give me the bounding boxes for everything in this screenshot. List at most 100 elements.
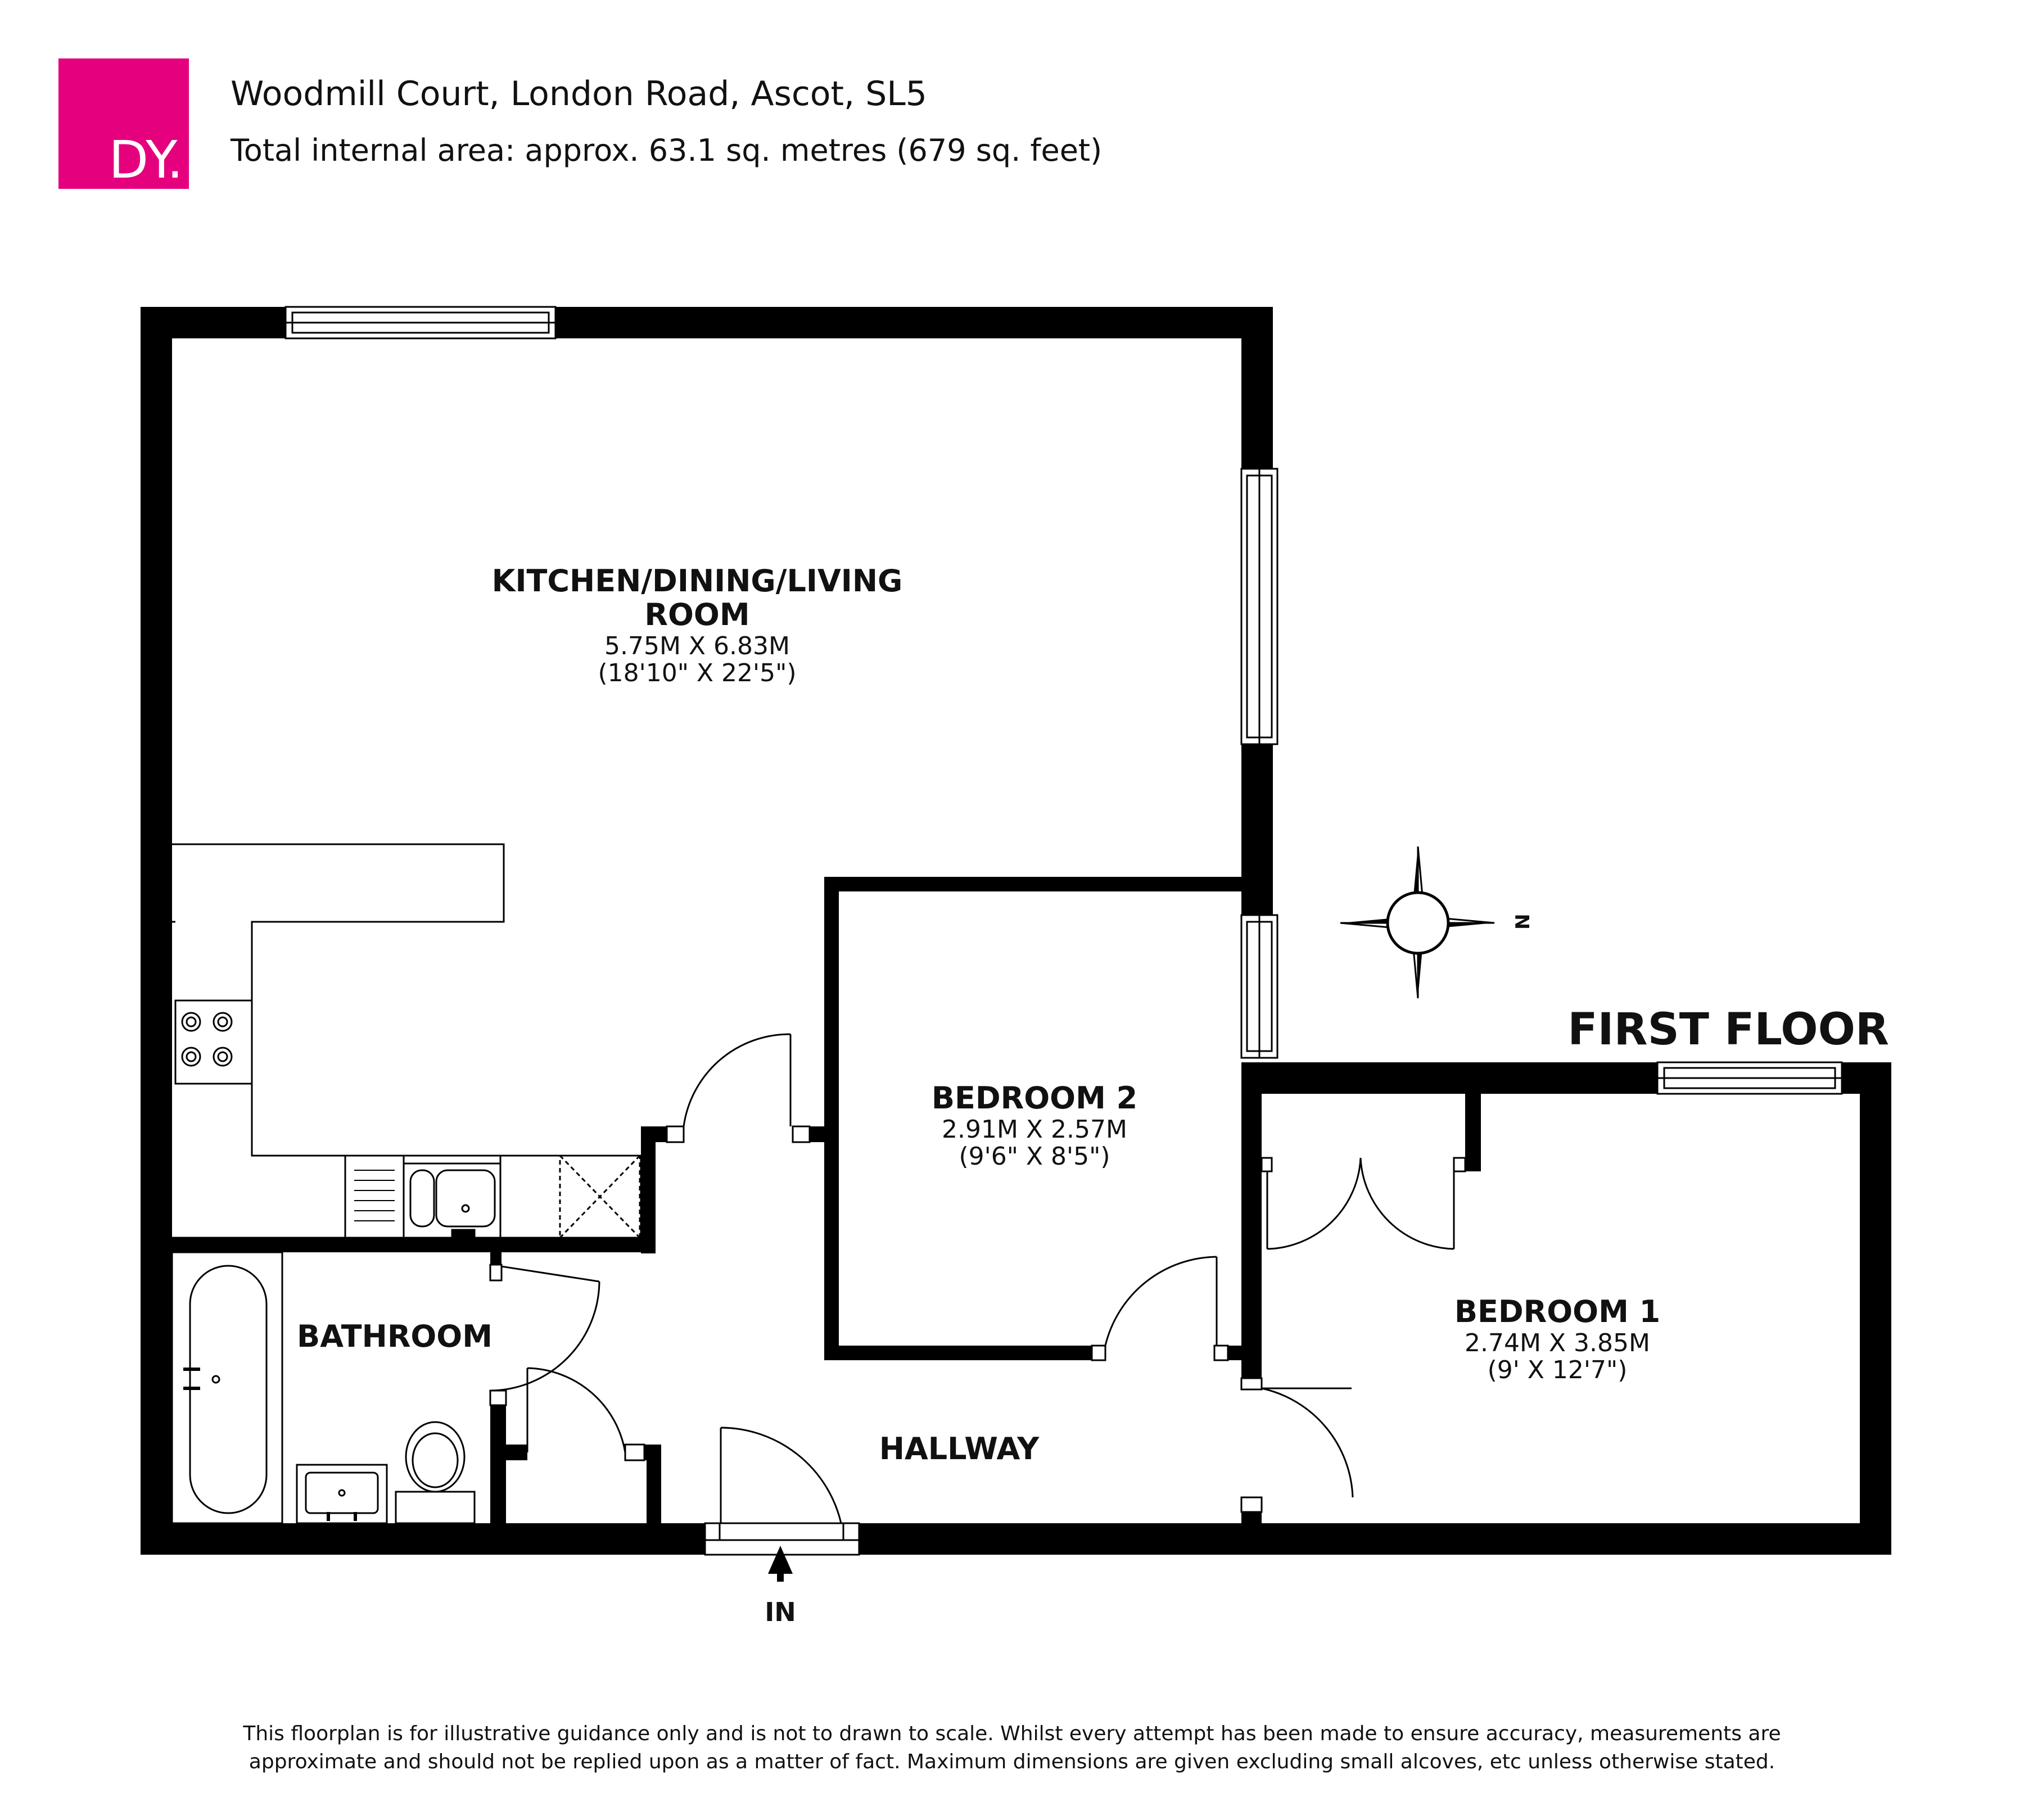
- wall: [859, 1523, 1891, 1555]
- hob-burner: [213, 1012, 233, 1032]
- kitchen-name-line1: KITCHEN/DINING/LIVING: [492, 563, 903, 599]
- door-jamb: [489, 1264, 503, 1282]
- washbasin: [305, 1472, 379, 1514]
- wardrobe-swing: [1359, 1157, 1454, 1250]
- wall: [172, 1238, 656, 1252]
- hob-burner: [181, 1047, 201, 1067]
- door-jamb: [1453, 1157, 1466, 1172]
- kitchen-dimensions-imperial: (18'10" X 22'5"): [598, 659, 796, 687]
- entrance-arrow-icon: [768, 1546, 793, 1574]
- kitchen-sink-small-bowl: [409, 1169, 435, 1228]
- drainer: [344, 1155, 405, 1239]
- wall: [490, 1405, 506, 1555]
- logo-background: DY.: [58, 58, 189, 190]
- toilet-seat: [412, 1432, 459, 1488]
- door-jamb: [624, 1443, 645, 1461]
- entrance-threshold: [704, 1522, 860, 1556]
- sink-tap: [451, 1229, 476, 1240]
- hob-burner-inner: [217, 1051, 228, 1062]
- door-jamb: [666, 1125, 685, 1143]
- bathroom-fixtures: [171, 1251, 476, 1524]
- bedroom1-name: BEDROOM 1: [1454, 1294, 1660, 1329]
- washbasin-unit: [296, 1464, 388, 1524]
- door-leaf: [490, 1264, 600, 1283]
- wall: [824, 877, 1241, 891]
- brand-logo: DY.: [58, 58, 189, 190]
- door-jamb: [489, 1389, 507, 1406]
- toilet-bowl: [405, 1421, 466, 1493]
- wall: [647, 1445, 661, 1555]
- compass-icon: [1340, 846, 1495, 999]
- compass-north-label: N: [1512, 914, 1534, 930]
- kitchen-fixtures: [172, 843, 642, 1240]
- appliance-space: [559, 1155, 641, 1239]
- wall: [1860, 1062, 1891, 1555]
- window-frame: [1246, 921, 1273, 1052]
- bathroom-name: BATHROOM: [297, 1319, 493, 1354]
- hallway-name: HALLWAY: [879, 1431, 1040, 1466]
- door-jamb: [1261, 1157, 1273, 1172]
- disclaimer: This floorplan is for illustrative guida…: [0, 1720, 2024, 1776]
- door-swing: [683, 1033, 791, 1127]
- hob-burner-inner: [186, 1051, 197, 1062]
- bedroom2-name: BEDROOM 2: [932, 1080, 1137, 1116]
- door-jamb: [1213, 1344, 1229, 1361]
- wall: [141, 307, 172, 1555]
- wall: [1241, 1158, 1262, 1371]
- wall: [810, 1126, 839, 1142]
- hob-burner-inner: [217, 1016, 228, 1027]
- wall: [1241, 744, 1273, 915]
- door-jamb: [842, 1522, 860, 1541]
- logo-square: [58, 58, 189, 189]
- wall: [1465, 1094, 1481, 1171]
- bedroom2-dimensions-imperial: (9'6" X 8'5"): [959, 1142, 1110, 1171]
- hob-burner-inner: [186, 1016, 197, 1027]
- wall: [555, 307, 1273, 338]
- toilet-cistern: [395, 1491, 476, 1524]
- floor-label: FIRST FLOOR: [1567, 1004, 1889, 1055]
- wardrobe-swing: [1267, 1157, 1362, 1250]
- door-swing: [490, 1281, 600, 1392]
- disclaimer-line: approximate and should not be replied up…: [249, 1750, 1775, 1773]
- hob-burner: [213, 1047, 233, 1067]
- door-jamb: [792, 1125, 811, 1143]
- wall: [1241, 1062, 1657, 1094]
- total-area: Total internal area: approx. 63.1 sq. me…: [231, 133, 1103, 168]
- bath-basin: [189, 1265, 268, 1514]
- disclaimer-line: This floorplan is for illustrative guida…: [243, 1722, 1781, 1745]
- wall: [141, 1523, 705, 1555]
- bedroom1-dimensions-imperial: (9' X 12'7"): [1488, 1356, 1628, 1384]
- window-frame: [1246, 474, 1273, 739]
- kitchen-name-line2: ROOM: [644, 597, 749, 632]
- wall: [641, 1126, 656, 1253]
- door-jamb: [704, 1522, 721, 1541]
- bath-drain: [211, 1375, 220, 1384]
- window-frame: [291, 311, 550, 334]
- kitchen-counter: [172, 843, 642, 1239]
- doors: [489, 1033, 1466, 1556]
- window-frame: [1663, 1067, 1836, 1089]
- logo-text: DY.: [109, 130, 183, 189]
- wall: [1241, 307, 1273, 469]
- door-jamb: [1091, 1344, 1106, 1361]
- door-swing: [527, 1367, 626, 1453]
- hob: [174, 999, 253, 1085]
- windows: [284, 306, 1843, 1095]
- wall: [824, 1346, 1092, 1360]
- bedroom2-dimensions-metric: 2.91M X 2.57M: [942, 1115, 1127, 1144]
- door-jamb: [1240, 1496, 1263, 1513]
- wall: [1241, 1362, 1262, 1378]
- door-swing: [720, 1427, 842, 1524]
- entrance-label: IN: [765, 1597, 796, 1627]
- door-swing: [1104, 1256, 1217, 1346]
- hob-burner: [181, 1012, 201, 1032]
- drainer-lines: [354, 1170, 395, 1221]
- walls: [141, 307, 1891, 1555]
- wall: [490, 1238, 502, 1265]
- kitchen-dimensions-metric: 5.75M X 6.83M: [604, 632, 790, 660]
- basin-drain: [338, 1489, 346, 1497]
- door-swing: [1261, 1387, 1354, 1498]
- appliance-cross: [559, 1155, 641, 1239]
- wall: [490, 1445, 527, 1460]
